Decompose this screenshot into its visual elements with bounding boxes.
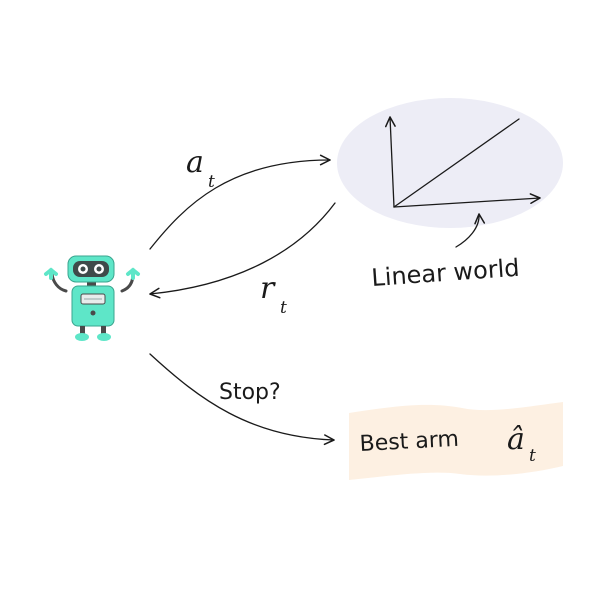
reward-arrow (149, 202, 336, 299)
plot-y-axis (384, 116, 396, 208)
linear-world-pointer-arrow (455, 213, 486, 248)
stop-label: Stop? (219, 380, 281, 405)
best-arm-label: Best arm (359, 427, 459, 457)
action-subscript: t (208, 172, 215, 192)
linear-world-label: Linear world (370, 254, 520, 292)
linear-world-cloud (337, 98, 563, 228)
robot-icon (44, 255, 140, 341)
linear-plot (384, 116, 541, 208)
action-label: a (186, 145, 204, 180)
best-arm-banner (349, 402, 563, 480)
reward-subscript: t (280, 298, 287, 318)
best-arm-subscript: t (529, 446, 536, 466)
reward-label: r (260, 271, 276, 306)
best-arm-symbol: â (507, 422, 525, 457)
stop-arrow (149, 353, 335, 446)
action-arrow (149, 154, 331, 250)
plot-linear-line (393, 118, 520, 208)
plot-x-axis (393, 193, 541, 208)
